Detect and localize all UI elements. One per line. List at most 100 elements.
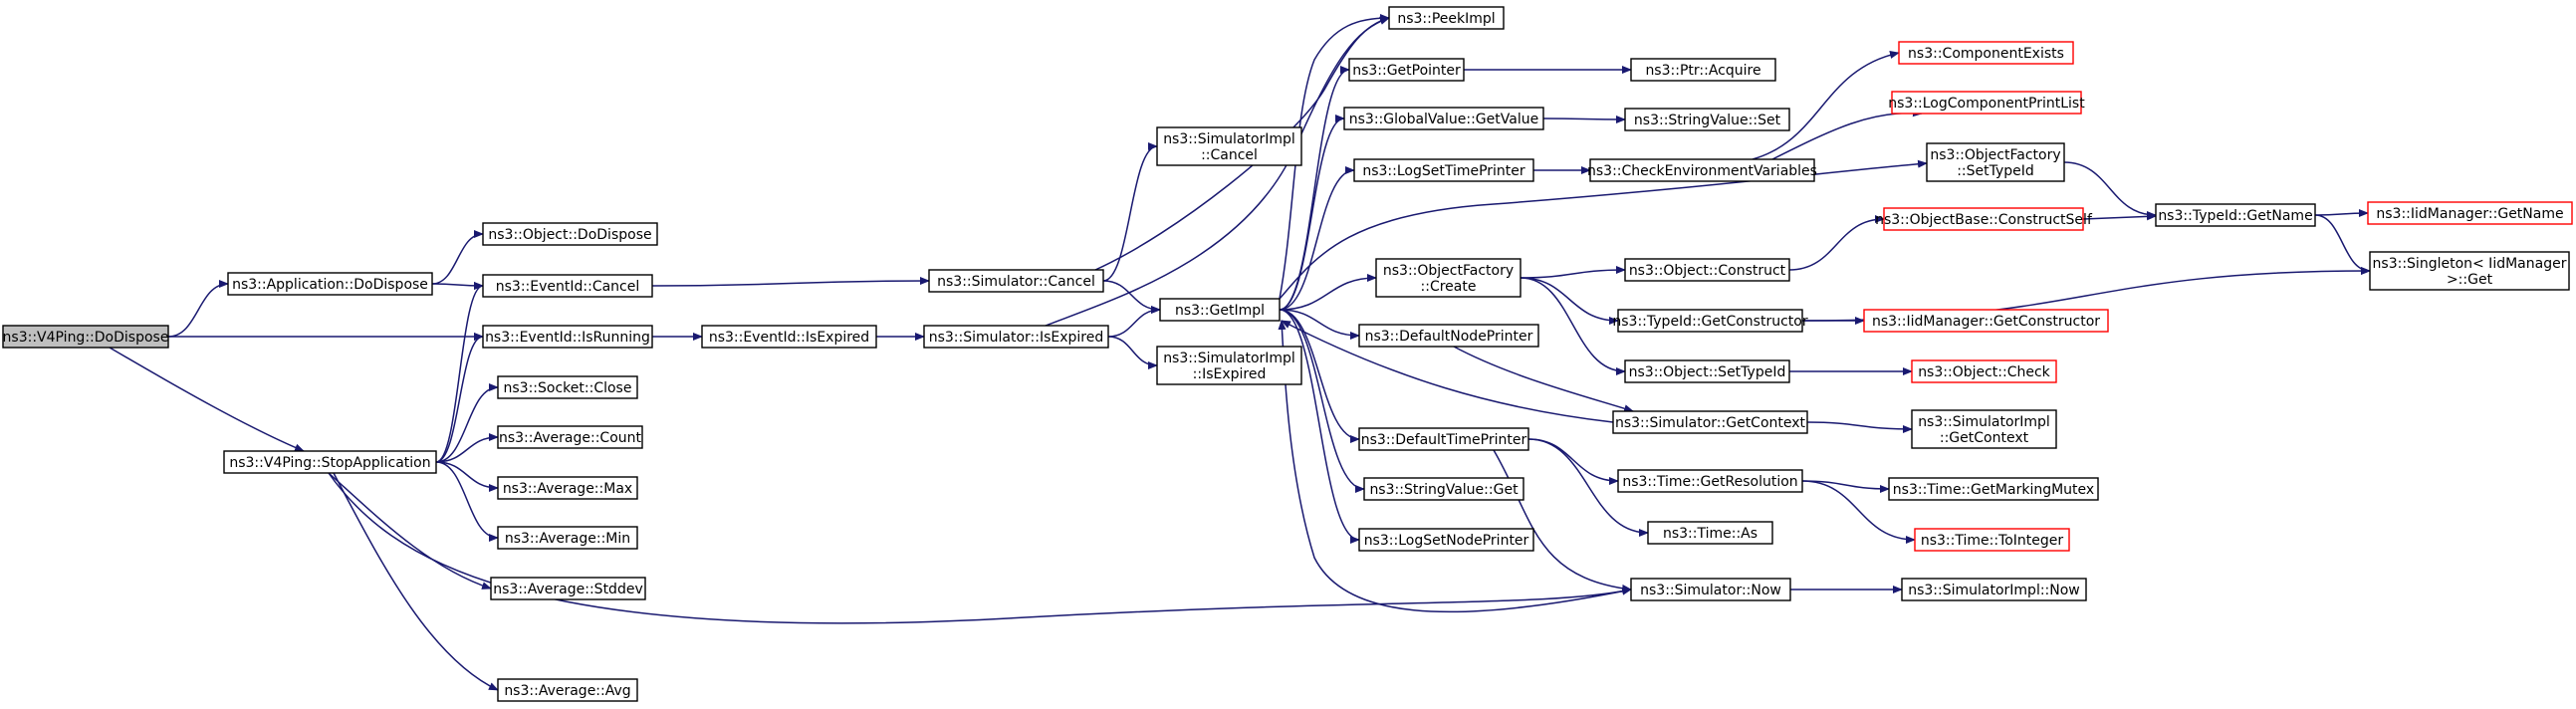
edge-getimpl-to-stringvalue_get	[1279, 309, 1365, 493]
node-label-simimpl_cancel-1: ::Cancel	[1201, 147, 1258, 163]
node-label-time_tointeger-0: ns3::Time::ToInteger	[1921, 533, 2064, 549]
node-label-eventid_cancel-0: ns3::EventId::Cancel	[496, 279, 640, 295]
node-time_as[interactable]: ns3::Time::As	[1647, 521, 1773, 545]
edge-getimpl-to-peekimpl	[1279, 14, 1390, 300]
node-defaulttimeprinter[interactable]: ns3::DefaultTimePrinter	[1358, 427, 1529, 451]
node-logsetnodeprinter[interactable]: ns3::LogSetNodePrinter	[1358, 528, 1534, 552]
node-sim_now[interactable]: ns3::Simulator::Now	[1630, 578, 1791, 601]
node-time_getmarkingmutex[interactable]: ns3::Time::GetMarkingMutex	[1888, 477, 2099, 501]
node-label-object_settypeid-0: ns3::Object::SetTypeId	[1629, 364, 1786, 380]
node-eventid_isexpired[interactable]: ns3::EventId::IsExpired	[701, 325, 877, 349]
node-box-eventid_isrunning	[482, 325, 653, 349]
node-globalvalue_getvalue[interactable]: ns3::GlobalValue::GetValue	[1343, 107, 1544, 130]
node-v4ping_dodispose[interactable]: ns3::V4Ping::DoDispose	[2, 325, 169, 349]
node-object_construct[interactable]: ns3::Object::Construct	[1624, 258, 1790, 282]
node-sim_isexpired[interactable]: ns3::Simulator::IsExpired	[923, 325, 1109, 349]
node-eventid_cancel[interactable]: ns3::EventId::Cancel	[482, 274, 653, 298]
node-label-object_dodispose-0: ns3::Object::DoDispose	[488, 227, 651, 243]
node-simimpl_cancel[interactable]: ns3::SimulatorImpl::Cancel	[1156, 126, 1302, 166]
node-app_dodispose[interactable]: ns3::Application::DoDispose	[227, 272, 433, 296]
node-eventid_isrunning[interactable]: ns3::EventId::IsRunning	[482, 325, 653, 349]
node-getimpl[interactable]: ns3::GetImpl	[1159, 298, 1281, 322]
node-label-avg_count-0: ns3::Average::Count	[499, 430, 642, 446]
node-label-avg_min-0: ns3::Average::Min	[505, 531, 630, 547]
node-label-simimpl_isexpired-0: ns3::SimulatorImpl	[1163, 351, 1295, 366]
node-box-typeid_getconstructor	[1617, 309, 1803, 333]
node-box-logcomponentprintlist	[1891, 91, 2082, 115]
node-objectbase_constructself[interactable]: ns3::ObjectBase::ConstructSelf	[1875, 207, 2093, 231]
node-box-logsettimeprinter	[1353, 158, 1534, 182]
node-box-time_as	[1647, 521, 1773, 545]
node-checkenvvars[interactable]: ns3::CheckEnvironmentVariables	[1587, 158, 1817, 182]
node-stringvalue_get[interactable]: ns3::StringValue::Get	[1363, 477, 1524, 501]
node-label-eventid_isexpired-0: ns3::EventId::IsExpired	[709, 330, 869, 346]
node-getpointer[interactable]: ns3::GetPointer	[1348, 58, 1465, 82]
node-socket_close[interactable]: ns3::Socket::Close	[497, 375, 638, 399]
node-simimpl_getcontext[interactable]: ns3::SimulatorImpl::GetContext	[1911, 409, 2057, 449]
node-simimpl_now[interactable]: ns3::SimulatorImpl::Now	[1901, 578, 2087, 601]
node-logsettimeprinter[interactable]: ns3::LogSetTimePrinter	[1353, 158, 1534, 182]
node-ptr_acquire[interactable]: ns3::Ptr::Acquire	[1630, 58, 1776, 82]
edge-getimpl-to-defaultnodeprinter	[1279, 309, 1360, 340]
node-avg_min[interactable]: ns3::Average::Min	[497, 526, 638, 550]
node-avg_count[interactable]: ns3::Average::Count	[497, 425, 643, 449]
node-avg_avg[interactable]: ns3::Average::Avg	[497, 678, 638, 702]
node-logcomponentprintlist[interactable]: ns3::LogComponentPrintList	[1888, 91, 2085, 115]
node-v4ping_stopapp[interactable]: ns3::V4Ping::StopApplication	[223, 450, 437, 474]
node-singleton_get[interactable]: ns3::Singleton< IidManager>::Get	[2369, 251, 2570, 291]
node-simimpl_isexpired[interactable]: ns3::SimulatorImpl::IsExpired	[1156, 346, 1302, 385]
node-box-app_dodispose	[227, 272, 433, 296]
node-time_tointeger[interactable]: ns3::Time::ToInteger	[1914, 528, 2070, 552]
node-box-defaultnodeprinter	[1358, 324, 1539, 348]
edge-globalvalue_getvalue-to-stringvalue_set	[1542, 115, 1626, 123]
edge-defaultnodeprinter-to-sim_getcontext	[1453, 346, 1634, 413]
edge-defaulttimeprinter-to-sim_now	[1493, 449, 1632, 592]
node-label-typeid_getname-0: ns3::TypeId::GetName	[2158, 208, 2312, 224]
node-object_check[interactable]: ns3::Object::Check	[1911, 359, 2057, 383]
node-componentexists[interactable]: ns3::ComponentExists	[1898, 41, 2074, 65]
node-label-singleton_get-0: ns3::Singleton< IidManager	[2373, 256, 2567, 272]
node-label-simimpl_isexpired-1: ::IsExpired	[1193, 366, 1267, 382]
edge-object_construct-to-objectbase_constructself	[1788, 215, 1885, 271]
node-objectfactory_settypeid[interactable]: ns3::ObjectFactory::SetTypeId	[1926, 142, 2065, 182]
edge-objectfactory_create-to-object_settypeid	[1520, 277, 1626, 375]
node-box-ptr_acquire	[1630, 58, 1776, 82]
node-label-sim_now-0: ns3::Simulator::Now	[1640, 583, 1781, 598]
edge-v4ping_dodispose-to-app_dodispose	[167, 280, 229, 338]
node-label-app_dodispose-0: ns3::Application::DoDispose	[232, 277, 428, 293]
node-stringvalue_set[interactable]: ns3::StringValue::Set	[1624, 108, 1790, 131]
node-box-object_check	[1911, 359, 2057, 383]
node-peekimpl[interactable]: ns3::PeekImpl	[1388, 6, 1505, 30]
edge-sim_getcontext-to-getimpl	[1281, 320, 1614, 423]
node-label-checkenvvars-0: ns3::CheckEnvironmentVariables	[1587, 163, 1817, 179]
node-typeid_getconstructor[interactable]: ns3::TypeId::GetConstructor	[1612, 309, 1808, 333]
node-object_dodispose[interactable]: ns3::Object::DoDispose	[482, 222, 658, 246]
node-label-simimpl_getcontext-1: ::GetContext	[1940, 430, 2029, 446]
node-typeid_getname[interactable]: ns3::TypeId::GetName	[2155, 203, 2316, 227]
node-avg_max[interactable]: ns3::Average::Max	[497, 476, 638, 500]
node-sim_cancel[interactable]: ns3::Simulator::Cancel	[928, 269, 1104, 293]
node-label-objectbase_constructself-0: ns3::ObjectBase::ConstructSelf	[1875, 212, 2093, 228]
node-object_settypeid[interactable]: ns3::Object::SetTypeId	[1624, 359, 1790, 383]
node-box-object_construct	[1624, 258, 1790, 282]
node-defaultnodeprinter[interactable]: ns3::DefaultNodePrinter	[1358, 324, 1539, 348]
edge-getimpl-to-logsetnodeprinter	[1279, 309, 1360, 544]
edge-defaulttimeprinter-to-time_getresolution	[1527, 438, 1619, 485]
node-avg_stddev[interactable]: ns3::Average::Stddev	[490, 577, 646, 600]
node-label-globalvalue_getvalue-0: ns3::GlobalValue::GetValue	[1349, 112, 1538, 127]
node-label-defaulttimeprinter-0: ns3::DefaultTimePrinter	[1361, 432, 1527, 448]
node-label-time_as-0: ns3::Time::As	[1663, 526, 1757, 542]
node-label-logsettimeprinter-0: ns3::LogSetTimePrinter	[1362, 163, 1525, 179]
node-time_getresolution[interactable]: ns3::Time::GetResolution	[1617, 469, 1803, 493]
node-label-time_getresolution-0: ns3::Time::GetResolution	[1622, 474, 1797, 490]
node-objectfactory_create[interactable]: ns3::ObjectFactory::Create	[1375, 258, 1522, 298]
edge-objectfactory_settypeid-to-typeid_getname	[2063, 161, 2157, 219]
edge-objectfactory_create-to-typeid_getconstructor	[1520, 277, 1619, 325]
node-box-avg_count	[497, 425, 643, 449]
edge-typeid_getname-to-singleton_get	[2314, 214, 2371, 275]
node-sim_getcontext[interactable]: ns3::Simulator::GetContext	[1612, 410, 1808, 434]
node-iidmanager_getconstructor[interactable]: ns3::IidManager::GetConstructor	[1863, 309, 2109, 333]
node-box-time_getresolution	[1617, 469, 1803, 493]
node-iidmanager_getname[interactable]: ns3::IidManager::GetName	[2367, 201, 2573, 225]
node-label-time_getmarkingmutex-0: ns3::Time::GetMarkingMutex	[1893, 482, 2094, 498]
